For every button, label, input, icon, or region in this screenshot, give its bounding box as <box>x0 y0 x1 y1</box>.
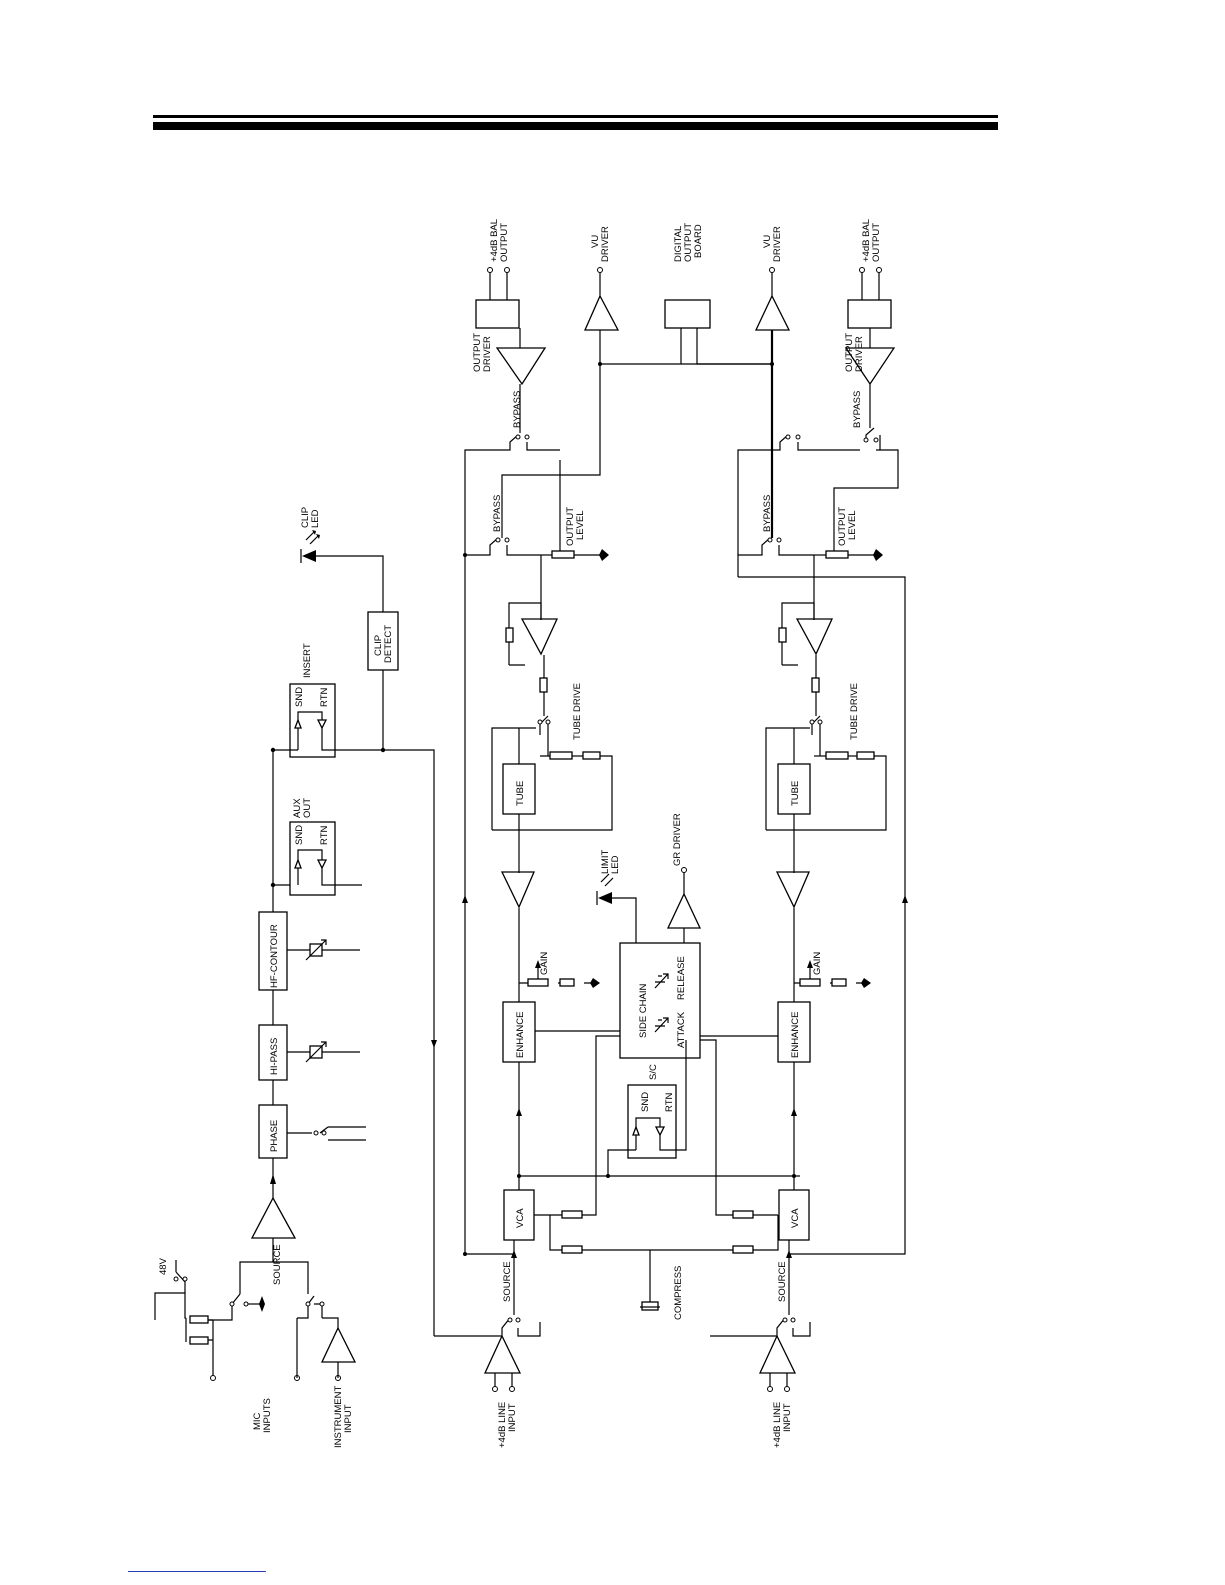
label-aux-rtn: RTN <box>319 826 330 845</box>
label-output-level-1b: LEVEL <box>575 510 586 540</box>
label-vu-2b: DRIVER <box>772 226 783 262</box>
label-line-input-2a: +4dB LINE <box>772 1402 783 1448</box>
label-line-input-1a: +4dB LINE <box>497 1402 508 1448</box>
label-output-level-1a: OUTPUT <box>565 507 576 546</box>
label-sc-rtn: RTN <box>664 1093 675 1112</box>
label-vu-2a: VU <box>762 235 773 248</box>
mic-process-chain <box>258 530 437 1336</box>
label-output-driver-1b: DRIVER <box>482 336 493 372</box>
label-output-level-2b: LEVEL <box>847 510 858 540</box>
label-output-driver-1a: OUTPUT <box>472 333 483 372</box>
label-bypass-2a: BYPASS <box>852 391 863 428</box>
label-phase: PHASE <box>269 1120 280 1152</box>
header-rule <box>153 115 998 130</box>
label-aux-snd: SND <box>294 825 305 845</box>
label-bal-output-2b: OUTPUT <box>871 223 882 262</box>
label-48v: 48V <box>158 1257 169 1275</box>
label-aux-out: OUT <box>302 798 313 818</box>
label-bal-output-2a: +4dB BAL <box>861 219 872 262</box>
label-enhance-2: ENHANCE <box>790 1012 801 1058</box>
label-hf-contour: HF-CONTOUR <box>269 924 280 988</box>
label-sc: S/C <box>648 1064 659 1080</box>
label-bypass-2b: BYPASS <box>762 495 773 532</box>
label-bypass-1a: BYPASS <box>512 391 523 428</box>
label-mic-inputs: INPUTS <box>262 1398 273 1433</box>
label-source-1: SOURCE <box>502 1261 513 1302</box>
label-insert-snd: SND <box>294 687 305 707</box>
label-output-driver-2a: OUTPUT <box>844 333 855 372</box>
output-1-xfmr <box>475 299 520 329</box>
tube-1-block <box>502 763 536 815</box>
label-source-mic: SOURCE <box>272 1244 283 1285</box>
label-instrument: INSTRUMENT <box>333 1386 344 1448</box>
label-mic: MIC <box>252 1412 263 1430</box>
label-output-level-2a: OUTPUT <box>837 507 848 546</box>
output-2-xfmr <box>847 299 892 329</box>
label-release: RELEASE <box>676 956 687 1000</box>
label-insert-rtn: RTN <box>319 688 330 707</box>
enhance-1-block <box>502 1001 536 1063</box>
channel-1 <box>434 267 800 1392</box>
side-chain <box>596 867 780 1311</box>
label-tube-drive-2: TUBE DRIVE <box>849 683 860 740</box>
footer-rule <box>128 1571 266 1572</box>
label-output-driver-2b: DRIVER <box>854 336 865 372</box>
channel-2 <box>710 267 908 1392</box>
label-tube-drive-1: TUBE DRIVE <box>572 683 583 740</box>
label-limit-1: LIMIT <box>600 850 611 874</box>
label-vca-2: VCA <box>790 1208 801 1228</box>
label-sc-snd: SND <box>640 1092 651 1112</box>
digital-output-board-block <box>664 299 711 329</box>
label-source-2: SOURCE <box>777 1261 788 1302</box>
label-clip: CLIP <box>373 635 384 656</box>
label-enhance-1: ENHANCE <box>515 1012 526 1058</box>
label-attack: ATTACK <box>676 1011 687 1048</box>
svg-text:MIC: MIC <box>252 1412 263 1430</box>
label-hi-pass: HI-PASS <box>269 1038 280 1075</box>
label-gain-1: GAIN <box>539 952 550 975</box>
label-bypass-1b: BYPASS <box>492 495 503 532</box>
mic-input-section <box>154 1158 357 1381</box>
label-line-input-1b: INPUT <box>507 1403 518 1432</box>
svg-text:INPUTS: INPUTS <box>262 1398 273 1433</box>
label-vu-1b: DRIVER <box>600 226 611 262</box>
label-instrument-input: INPUT <box>343 1404 354 1433</box>
vca-2-block <box>778 1189 810 1241</box>
clip-detect-block <box>367 611 399 671</box>
label-aux: AUX <box>292 798 303 818</box>
label-clip-led-2: LED <box>310 509 321 528</box>
label-bal-output-1b: OUTPUT <box>499 223 510 262</box>
label-digital-output: OUTPUT <box>683 223 694 262</box>
label-bal-output-1a: +4dB BAL <box>489 219 500 262</box>
label-side-chain: SIDE CHAIN <box>638 983 649 1038</box>
label-limit-2: LED <box>610 855 621 874</box>
label-digital: DIGITAL <box>673 226 684 262</box>
label-insert: INSERT <box>302 643 313 678</box>
label-vu-1a: VU <box>590 235 601 248</box>
label-digital-board: BOARD <box>693 224 704 258</box>
label-vca-1: VCA <box>515 1208 526 1228</box>
label-tube-1: TUBE <box>515 781 526 806</box>
hf-contour-block <box>258 911 288 991</box>
label-gain-2: GAIN <box>812 952 823 975</box>
side-chain-block <box>619 942 701 1059</box>
label-detect: DETECT <box>383 625 394 663</box>
diagram-labels: MIC INPUTS INSTRUMENT INPUT 48V SOURCE P… <box>158 219 882 1448</box>
label-compress: COMPRESS <box>673 1266 684 1320</box>
label-gr-driver: GR DRIVER <box>672 813 683 866</box>
label-line-input-2b: INPUT <box>782 1403 793 1432</box>
label-tube-2: TUBE <box>790 781 801 806</box>
label-clip-led-1: CLIP <box>300 507 311 528</box>
